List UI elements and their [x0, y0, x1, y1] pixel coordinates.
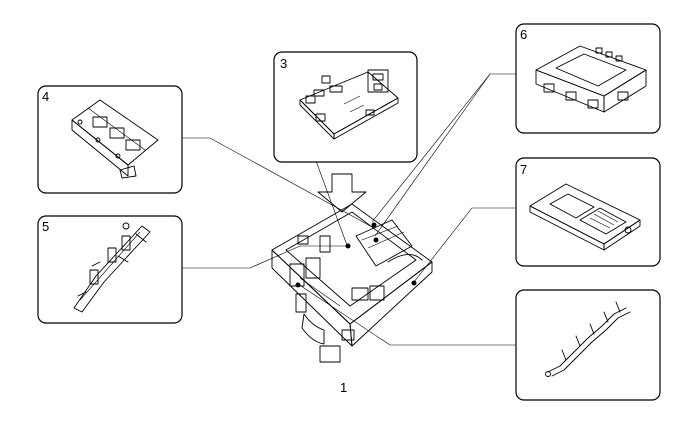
down-arrow-icon	[317, 173, 367, 213]
main-assembly-drawing	[271, 203, 433, 363]
leader-line-5b	[374, 73, 491, 237]
callout-box-5: 6	[515, 23, 661, 134]
callout-box-3: 4	[37, 85, 183, 194]
insulation-pad-drawing	[529, 183, 641, 251]
power-module-drawing	[535, 45, 647, 113]
callout-label-4: 5	[42, 219, 49, 234]
leader-line-3	[182, 137, 375, 229]
circuit-board-drawing	[299, 69, 399, 140]
leader-lines	[182, 73, 516, 346]
bracket-drawing	[71, 99, 159, 179]
harness-frame-drawing	[73, 222, 151, 313]
leader-line-4	[182, 245, 346, 269]
callout-label-2: 3	[280, 56, 287, 71]
leader-line-6	[413, 207, 516, 283]
callout-label-5: 6	[520, 27, 527, 42]
bus-bar-drawing	[545, 301, 631, 377]
callout-box-6: 7	[515, 157, 661, 267]
callout-box-2: 3	[273, 51, 418, 163]
leader-line-7	[297, 283, 516, 346]
leader-line-2	[311, 149, 349, 249]
leader-dots	[295, 222, 417, 288]
callout-box-4: 5	[37, 215, 183, 324]
main-assembly-label: 1	[340, 380, 347, 395]
callout-box-7	[515, 289, 661, 401]
callout-label-3: 4	[42, 89, 49, 104]
callout-label-6: 7	[520, 162, 527, 177]
